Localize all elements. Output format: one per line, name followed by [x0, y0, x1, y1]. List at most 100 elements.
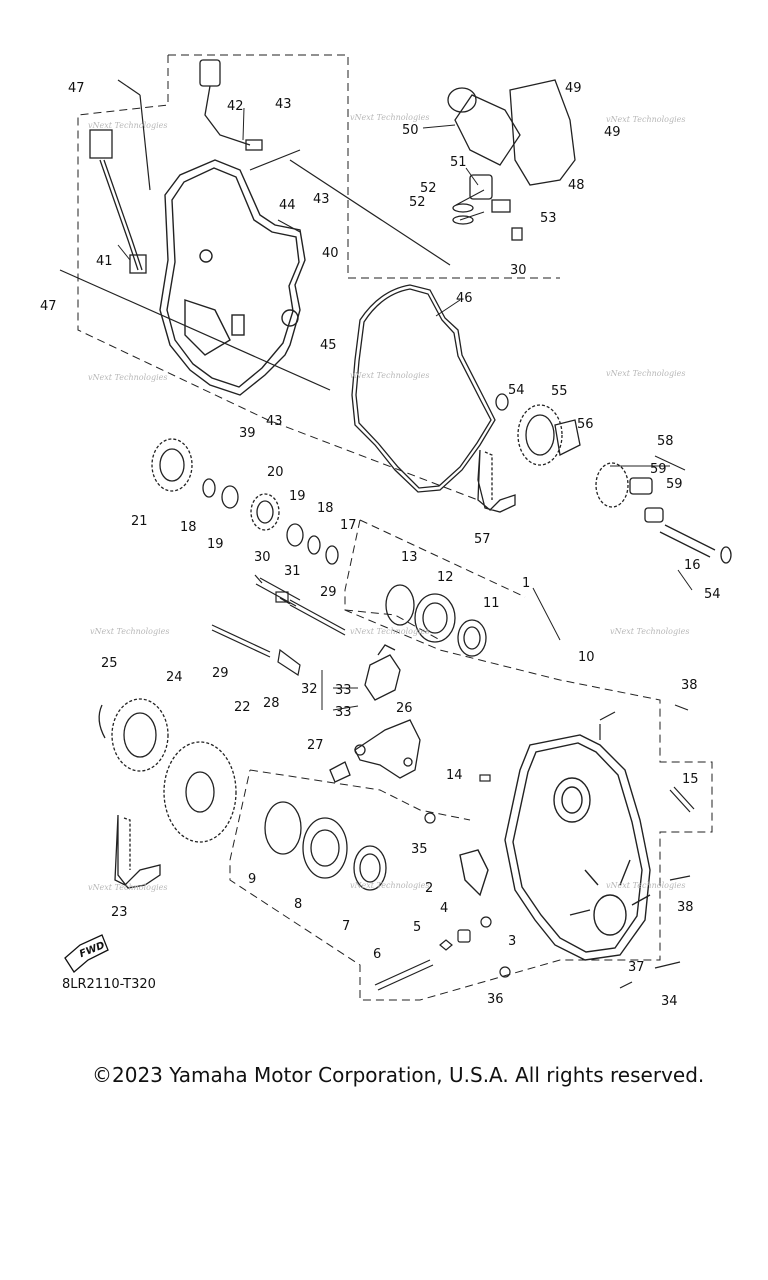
gear-cluster-upper [495, 393, 732, 564]
callout: 59 [666, 477, 683, 492]
lever-26-spring-27 [329, 719, 421, 783]
callout: 50 [402, 123, 419, 138]
left-case-cover [159, 159, 306, 396]
watermark: vNext Technologies [350, 113, 429, 122]
callout: 30 [254, 550, 271, 565]
callout: 28 [263, 696, 280, 711]
watermark: vNext Technologies [350, 627, 429, 636]
callout: 52 [420, 181, 437, 196]
watermark: vNext Technologies [606, 115, 685, 124]
callout: 29 [320, 585, 337, 600]
callout: 2 [425, 881, 433, 896]
callout: 34 [661, 994, 678, 1009]
watermark: vNext Technologies [88, 121, 167, 130]
callout: 31 [284, 564, 301, 579]
bearings-11-13 [385, 584, 487, 657]
callout: 1 [522, 576, 530, 591]
callout: 47 [68, 81, 85, 96]
gears-22-25 [98, 698, 237, 843]
callout: 19 [289, 489, 306, 504]
watermark: vNext Technologies [90, 627, 169, 636]
callout: 40 [322, 246, 339, 261]
callout: 44 [279, 198, 296, 213]
callout: 43 [266, 414, 283, 429]
callout: 49 [565, 81, 582, 96]
watermark: vNext Technologies [88, 883, 167, 892]
main-gear-case [459, 734, 651, 961]
fwd-arrow-icon: FWD [64, 934, 109, 973]
watermark: vNext Technologies [350, 371, 429, 380]
callout: 54 [508, 383, 525, 398]
callout: 7 [342, 919, 350, 934]
callout: 12 [437, 570, 454, 585]
callout: 15 [682, 772, 699, 787]
callout: 25 [101, 656, 118, 671]
callout: 46 [456, 291, 473, 306]
callout: 56 [577, 417, 594, 432]
hardware-fasteners [254, 574, 695, 991]
drive-chains [114, 449, 516, 889]
callout: 9 [248, 872, 256, 887]
callout: 39 [239, 426, 256, 441]
callout: 47 [40, 299, 57, 314]
callout: 27 [307, 738, 324, 753]
callout: 43 [313, 192, 330, 207]
callout: 24 [166, 670, 183, 685]
callout: 21 [131, 514, 148, 529]
callout: 37 [628, 960, 645, 975]
callout: 54 [704, 587, 721, 602]
copyright-notice: ©2023 Yamaha Motor Corporation, U.S.A. A… [92, 1063, 705, 1087]
callout: 23 [111, 905, 128, 920]
shafts [59, 79, 451, 676]
assembly-outlines [77, 54, 713, 1001]
shift-fork-32 [364, 644, 401, 701]
callout: 20 [267, 465, 284, 480]
callout: 8 [294, 897, 302, 912]
bearings-7-9 [264, 801, 387, 891]
callout: 51 [450, 155, 467, 170]
callout: 10 [578, 650, 595, 665]
watermarks: vNext Technologies vNext Technologies vN… [88, 113, 689, 892]
callout: 22 [234, 700, 251, 715]
callout: 17 [340, 518, 357, 533]
callout: 14 [446, 768, 463, 783]
callout: 5 [413, 920, 421, 935]
callout: 16 [684, 558, 701, 573]
watermark: vNext Technologies [610, 627, 689, 636]
callout: 52 [409, 195, 426, 210]
callout: 42 [227, 99, 244, 114]
callout: 57 [474, 532, 491, 547]
callout: 35 [411, 842, 428, 857]
callout: 13 [401, 550, 418, 565]
callout: 38 [681, 678, 698, 693]
callout: 45 [320, 338, 337, 353]
leader-lines [117, 107, 693, 711]
callout: 6 [373, 947, 381, 962]
callout: 18 [317, 501, 334, 516]
callout: 18 [180, 520, 197, 535]
callout: 4 [440, 901, 448, 916]
callout: 32 [301, 682, 318, 697]
callout-labels: 1 2 3 4 5 6 7 8 9 10 11 12 13 14 15 16 1… [40, 81, 721, 1009]
callout: 55 [551, 384, 568, 399]
callout: 36 [487, 992, 504, 1007]
wire-harness-41 [89, 129, 147, 274]
watermark: vNext Technologies [606, 369, 685, 378]
callout: 53 [540, 211, 557, 226]
callout: 11 [483, 596, 500, 611]
exploded-parts-diagram: FWD vNext Technologies vNext Technologie… [40, 54, 732, 1009]
callout: 19 [207, 537, 224, 552]
watermark: vNext Technologies [350, 881, 429, 890]
drawing-code: 8LR2110-T320 [62, 977, 156, 992]
callout: 49 [604, 125, 621, 140]
o-ring-46 [351, 284, 496, 493]
watermark: vNext Technologies [88, 373, 167, 382]
callout: 59 [650, 462, 667, 477]
callout: 38 [677, 900, 694, 915]
watermark: vNext Technologies [606, 881, 685, 890]
sensor-42 [199, 59, 263, 151]
callout: 33 [335, 683, 352, 698]
callout: 29 [212, 666, 229, 681]
callout: 30 [510, 263, 527, 278]
callout: 3 [508, 934, 516, 949]
